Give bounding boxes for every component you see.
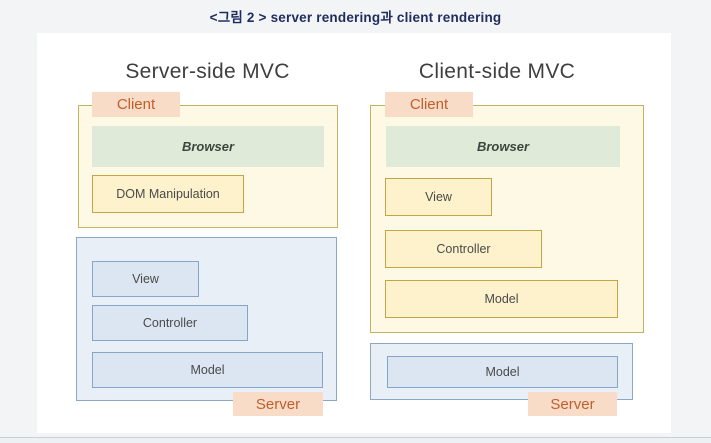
right-browser-box: Browser: [386, 126, 620, 167]
right-server-label: Server: [528, 392, 617, 416]
left-client-label: Client: [92, 92, 180, 117]
left-diagram-heading: Server-side MVC: [125, 60, 290, 83]
right-model-box: Model: [385, 280, 618, 318]
figure-caption: <그림 2 > server rendering과 client renderi…: [209, 10, 502, 25]
right-view-box: View: [385, 178, 492, 216]
right-controller-box: Controller: [385, 230, 542, 268]
left-controller-box: Controller: [92, 305, 248, 341]
left-view-box: View: [92, 261, 199, 297]
right-diagram-heading: Client-side MVC: [418, 60, 576, 83]
right-browser-label: Browser: [476, 139, 530, 154]
bottom-divider: [0, 437, 711, 443]
left-browser-box: Browser: [92, 126, 324, 167]
left-browser-label: Browser: [181, 139, 235, 154]
right-server-model-box: Model: [387, 356, 618, 388]
right-client-label: Client: [385, 92, 473, 117]
left-dom-manipulation-box: DOM Manipulation: [92, 175, 244, 213]
left-server-label: Server: [233, 392, 323, 416]
left-model-box: Model: [92, 352, 323, 388]
